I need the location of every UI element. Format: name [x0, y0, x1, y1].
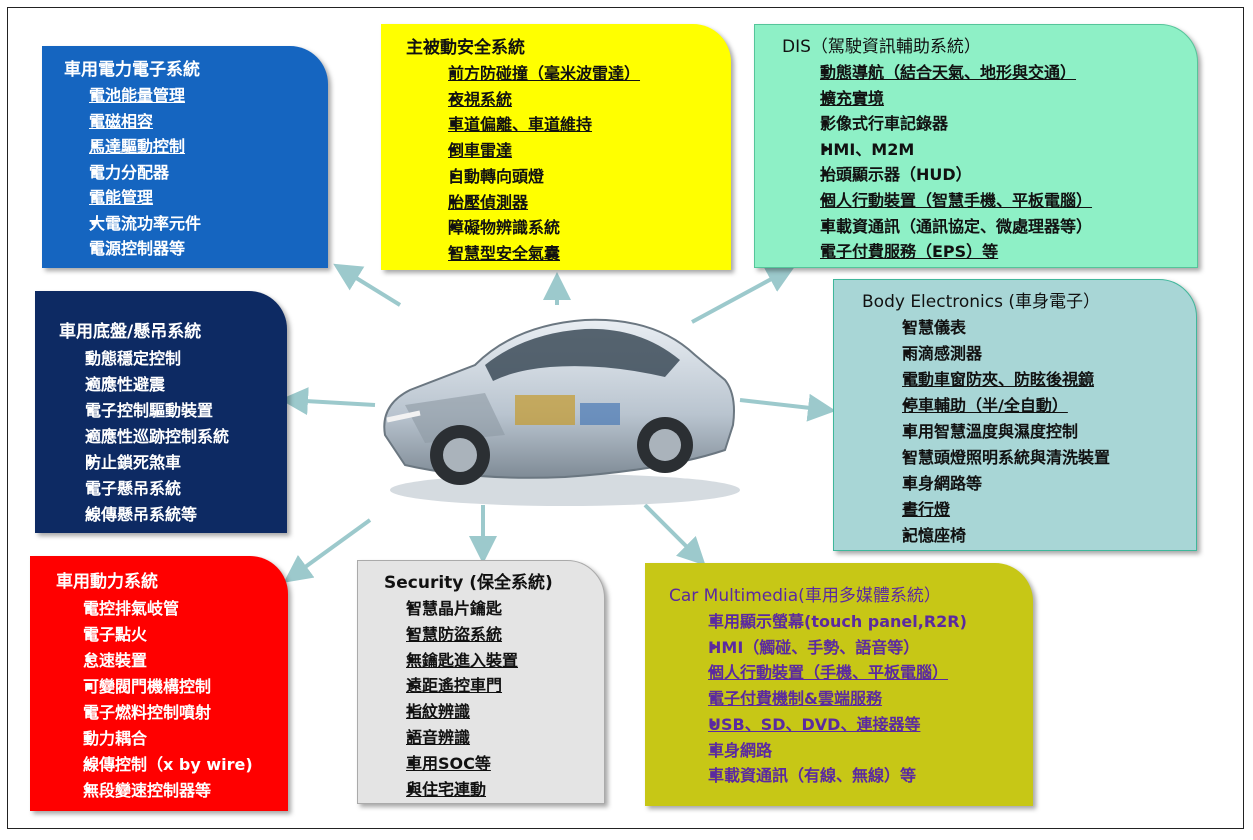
- multimedia-title: Car Multimedia(車用多媒體系統）: [669, 586, 941, 606]
- arrow-to-power-electronics: [333, 263, 402, 307]
- arrow-to-multimedia: [643, 503, 706, 566]
- list-item: 電子點火: [56, 622, 288, 648]
- list-item: 倒車雷達: [406, 138, 731, 164]
- list-item: 無段變速控制器等: [56, 778, 288, 804]
- list-item: 車道偏離、車道維持: [406, 112, 731, 138]
- list-item: 動態穩定控制: [59, 346, 287, 372]
- list-item: 影像式行車記錄器: [782, 111, 1197, 137]
- list-item: 適應性巡跡控制系統: [59, 424, 287, 450]
- arrow-to-body: [739, 393, 836, 422]
- list-item: 自動轉向頭燈: [406, 164, 731, 190]
- list-item: 智慧型安全氣囊: [406, 241, 731, 267]
- list-item: 車用智慧溫度與濕度控制: [862, 419, 1196, 445]
- list-item: 可變閥門機構控制: [56, 674, 288, 700]
- security-box: Security (保全系統) 智慧晶片鑰匙 智慧防盜系統 無鑰匙進入裝置 遠距…: [357, 560, 605, 804]
- list-item: 電子懸吊系統: [59, 476, 287, 502]
- list-item: 智慧頭燈照明系統與清洗裝置: [862, 445, 1196, 471]
- list-item: 車載資通訊（通訊協定、微處理器等）: [782, 214, 1197, 240]
- list-item: 胎壓偵測器: [406, 190, 731, 216]
- list-item: 怠速裝置: [56, 648, 288, 674]
- list-item: 擴充實境: [782, 86, 1197, 112]
- list-item: 個人行動裝置（手機、平板電腦）: [669, 660, 1033, 686]
- list-item: 與住宅連動: [384, 777, 604, 803]
- chassis-title: 車用底盤/懸吊系統: [59, 322, 202, 342]
- list-item: 線傳控制（x by wire): [56, 752, 288, 778]
- list-item: 動力耦合: [56, 726, 288, 752]
- list-item: 記憶座椅: [862, 523, 1196, 549]
- list-item: 前方防碰撞（毫米波雷達）: [406, 61, 731, 87]
- power-electronics-title: 車用電力電子系統: [64, 60, 200, 80]
- list-item: 電源控制器等: [64, 236, 328, 262]
- list-item: 抬頭顯示器（HUD）: [782, 162, 1197, 188]
- list-item: HMI、M2M: [782, 137, 1197, 163]
- list-item: 電子燃料控制噴射: [56, 700, 288, 726]
- list-item: 障礙物辨識系統: [406, 215, 731, 241]
- powertrain-box: 車用動力系統 電控排氣岐管 電子點火 怠速裝置 可變閥門機構控制 電子燃料控制噴…: [30, 556, 288, 811]
- list-item: 語音辨識: [384, 725, 604, 751]
- list-item: 車載資通訊（有線、無線）等: [669, 763, 1033, 789]
- arrow-to-dis: [691, 266, 796, 324]
- list-item: 電動車窗防夾、防眩後視鏡: [862, 367, 1196, 393]
- list-item: 遠距遙控車門: [384, 673, 604, 699]
- chassis-box: 車用底盤/懸吊系統 動態穩定控制 適應性避震 電子控制驅動裝置 適應性巡跡控制系…: [35, 291, 287, 533]
- list-item: 適應性避震: [59, 372, 287, 398]
- list-item: 電子付費機制&雲端服務: [669, 686, 1033, 712]
- body-electronics-title: Body Electronics (車身電子）: [862, 292, 1101, 312]
- list-item: 個人行動裝置（智慧手機、平板電腦）: [782, 188, 1197, 214]
- list-item: 無鑰匙進入裝置: [384, 648, 604, 674]
- security-title: Security (保全系統): [384, 573, 553, 593]
- list-item: 智慧防盜系統: [384, 622, 604, 648]
- list-item: USB、SD、DVD、連接器等: [669, 712, 1033, 738]
- power-electronics-box: 車用電力電子系統 電池能量管理 電磁相容 馬達驅動控制 電力分配器 電能管理 大…: [42, 46, 328, 268]
- arrow-to-chassis: [280, 387, 376, 416]
- list-item: 雨滴感測器: [862, 341, 1196, 367]
- list-item: 停車輔助（半/全自動）: [862, 393, 1196, 419]
- list-item: 電子付費服務（EPS）等: [782, 239, 1197, 265]
- body-electronics-box: Body Electronics (車身電子） 智慧儀表 雨滴感測器 電動車窗防…: [833, 279, 1197, 551]
- list-item: 晝行燈: [862, 497, 1196, 523]
- list-item: 夜視系統: [406, 87, 731, 113]
- list-item: 電力分配器: [64, 160, 328, 186]
- list-item: 電控排氣岐管: [56, 596, 288, 622]
- dis-title: DIS（駕駛資訊輔助系統）: [782, 37, 981, 57]
- list-item: 車用顯示螢幕(touch panel,R2R): [669, 609, 1033, 635]
- list-item: 智慧晶片鑰匙: [384, 596, 604, 622]
- list-item: 智慧儀表: [862, 315, 1196, 341]
- list-item: 大電流功率元件: [64, 211, 328, 237]
- list-item: 車用SOC等: [384, 751, 604, 777]
- diagram-frame: [7, 7, 1244, 829]
- list-item: 車身網路: [669, 738, 1033, 764]
- list-item: 馬達驅動控制: [64, 134, 328, 160]
- arrow-to-powertrain: [283, 518, 372, 583]
- list-item: 動態導航（結合天氣、地形與交通）: [782, 60, 1197, 86]
- list-item: 線傳懸吊系統等: [59, 502, 287, 528]
- active-safety-box: 主被動安全系統 前方防碰撞（毫米波雷達） 夜視系統 車道偏離、車道維持 倒車雷達…: [381, 24, 731, 270]
- list-item: 電池能量管理: [64, 83, 328, 109]
- dis-box: DIS（駕駛資訊輔助系統） 動態導航（結合天氣、地形與交通） 擴充實境 影像式行…: [754, 24, 1198, 268]
- list-item: 防止鎖死煞車: [59, 450, 287, 476]
- list-item: HMI（觸碰、手勢、語音等）: [669, 635, 1033, 661]
- powertrain-title: 車用動力系統: [56, 572, 158, 592]
- car-illustration: [383, 318, 740, 506]
- multimedia-box: Car Multimedia(車用多媒體系統） 車用顯示螢幕(touch pan…: [645, 563, 1033, 806]
- list-item: 電能管理: [64, 185, 328, 211]
- list-item: 指紋辨識: [384, 699, 604, 725]
- list-item: 電子控制驅動裝置: [59, 398, 287, 424]
- list-item: 電磁相容: [64, 109, 328, 135]
- list-item: 車身網路等: [862, 471, 1196, 497]
- active-safety-title: 主被動安全系統: [406, 38, 525, 58]
